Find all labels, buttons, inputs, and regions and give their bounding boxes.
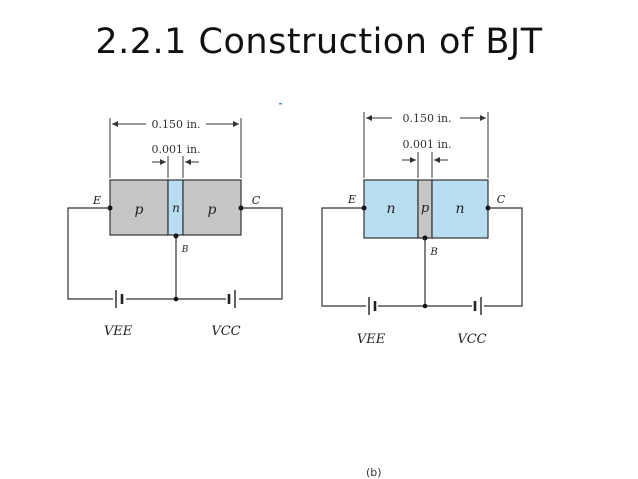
npn-base-terminal: B: [429, 247, 437, 258]
npn-base-width-label: 0.001 in.: [402, 138, 451, 151]
npn-base-type: p: [421, 201, 430, 216]
slide-title: 2.2.1 Construction of BJT: [95, 22, 543, 62]
npn-width-label: 0.150 in.: [402, 112, 451, 125]
pnp-collector-type: p: [208, 202, 217, 218]
pnp-base-terminal: B: [181, 245, 189, 255]
npn-transistor: 0.150 in. 0.001 in. n p n E C B VEE VCC: [321, 112, 523, 347]
pnp-transistor: 0.150 in. 0.001 in. p n p E C B VEE VCC: [67, 118, 283, 339]
pnp-collector-terminal: C: [252, 194, 261, 207]
npn-vcc-label: VCC: [457, 332, 486, 347]
npn-collector-type: n: [455, 201, 464, 217]
pnp-collector-wire: [239, 207, 283, 300]
pnp-emitter-type: p: [135, 202, 144, 218]
npn-emitter-type: n: [386, 201, 395, 217]
npn-collector-terminal: C: [497, 193, 506, 206]
pnp-base-type: n: [172, 201, 180, 215]
figure-caption: (b): [366, 466, 382, 479]
pnp-emitter-region: [109, 179, 169, 236]
pnp-base-node: [173, 296, 179, 302]
pnp-base-width-label: 0.001 in.: [151, 143, 200, 156]
npn-base-node: [422, 303, 428, 309]
npn-collector-region: [431, 179, 489, 239]
pnp-emitter-terminal: E: [92, 194, 101, 207]
pnp-vee-label: VEE: [104, 324, 133, 339]
npn-emitter-terminal: E: [347, 193, 356, 206]
pnp-width-label: 0.150 in.: [151, 118, 200, 131]
pnp-vcc-label: VCC: [211, 324, 240, 339]
artifact-mark: [279, 103, 282, 105]
pnp-emitter-wire: [67, 207, 113, 300]
npn-emitter-wire: [321, 207, 366, 307]
npn-vee-label: VEE: [357, 332, 386, 347]
npn-collector-wire: [484, 207, 523, 307]
